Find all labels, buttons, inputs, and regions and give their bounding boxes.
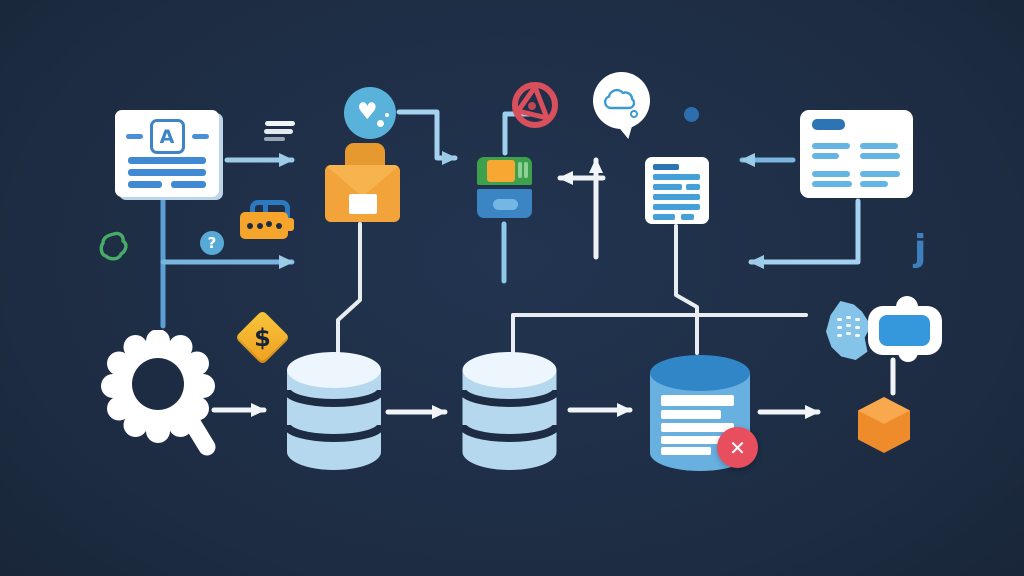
magnifier-handle [179, 407, 216, 456]
text-line [128, 181, 162, 188]
archive-folder [487, 160, 515, 182]
card-line [860, 153, 900, 159]
card-line [812, 171, 850, 177]
note-line [653, 174, 700, 180]
sparkle-dot [385, 113, 389, 117]
text-line [128, 157, 206, 164]
note-line [653, 214, 675, 220]
archive-stripe [524, 162, 528, 178]
card-line [860, 171, 900, 177]
gear-magnifier-icon [101, 330, 216, 456]
archive-box-icon [477, 157, 532, 185]
header-dash-right [191, 134, 209, 139]
note-line [653, 204, 700, 210]
header-dash-left [125, 134, 143, 139]
dollar-sign: $ [254, 323, 271, 352]
text-line [171, 181, 206, 188]
text-line [128, 169, 206, 176]
elbow-card-down-left [748, 198, 861, 269]
note-line [653, 184, 682, 190]
cloud-speech-bubble-icon [593, 72, 650, 129]
sparkle-dot [377, 120, 384, 127]
chat-screen [879, 315, 930, 346]
error-x-badge-icon: ✕ [717, 427, 758, 468]
database-records-icon [650, 355, 750, 471]
blue-dot-icon [684, 107, 699, 122]
padlock-shackle-bar [263, 203, 268, 215]
note-document-icon [645, 157, 709, 224]
heart-glyph: ♥ [357, 99, 378, 125]
note-line [681, 214, 694, 220]
cloud-outline-icon [603, 88, 638, 118]
briefcase-icon [325, 165, 400, 222]
line-briefcase-to-db1 [336, 222, 362, 354]
database-cylinder-2-icon [462, 352, 557, 470]
question-circle-icon: ? [200, 231, 224, 255]
card-line [860, 143, 898, 149]
card-line [812, 153, 839, 159]
line-note-to-db3 [674, 224, 699, 355]
document-a-header: A [115, 119, 219, 154]
archive-handle-slot [493, 199, 518, 210]
rail-to-db2 [511, 313, 808, 354]
card-line [860, 181, 888, 187]
magnifier-lens [132, 358, 184, 410]
note-title-line [653, 164, 679, 170]
letter-a-badge: A [149, 119, 185, 154]
green-squiggle-icon [99, 231, 128, 261]
elbow-heart-to-archive [396, 109, 458, 165]
chat-tablet-icon [868, 306, 942, 355]
briefcase-paper [349, 194, 377, 214]
card-title-pill [812, 119, 845, 130]
detail-card-icon [800, 110, 913, 198]
card-line [812, 181, 852, 187]
database-cylinder-1-icon [287, 352, 381, 470]
letter-j-glyph: j [914, 228, 927, 269]
document-a-card-icon: A [115, 110, 219, 197]
note-line [686, 184, 700, 190]
atom-ring-icon [512, 82, 558, 128]
note-line [653, 194, 700, 200]
archive-stripe [518, 162, 522, 178]
archive-drawer [477, 189, 532, 218]
heart-circle-icon: ♥ [344, 87, 396, 139]
padlock-passcode-icon [240, 212, 288, 239]
card-line [812, 143, 850, 149]
hamburger-menu-icon [264, 120, 296, 142]
padlock-key-tab [287, 218, 294, 231]
